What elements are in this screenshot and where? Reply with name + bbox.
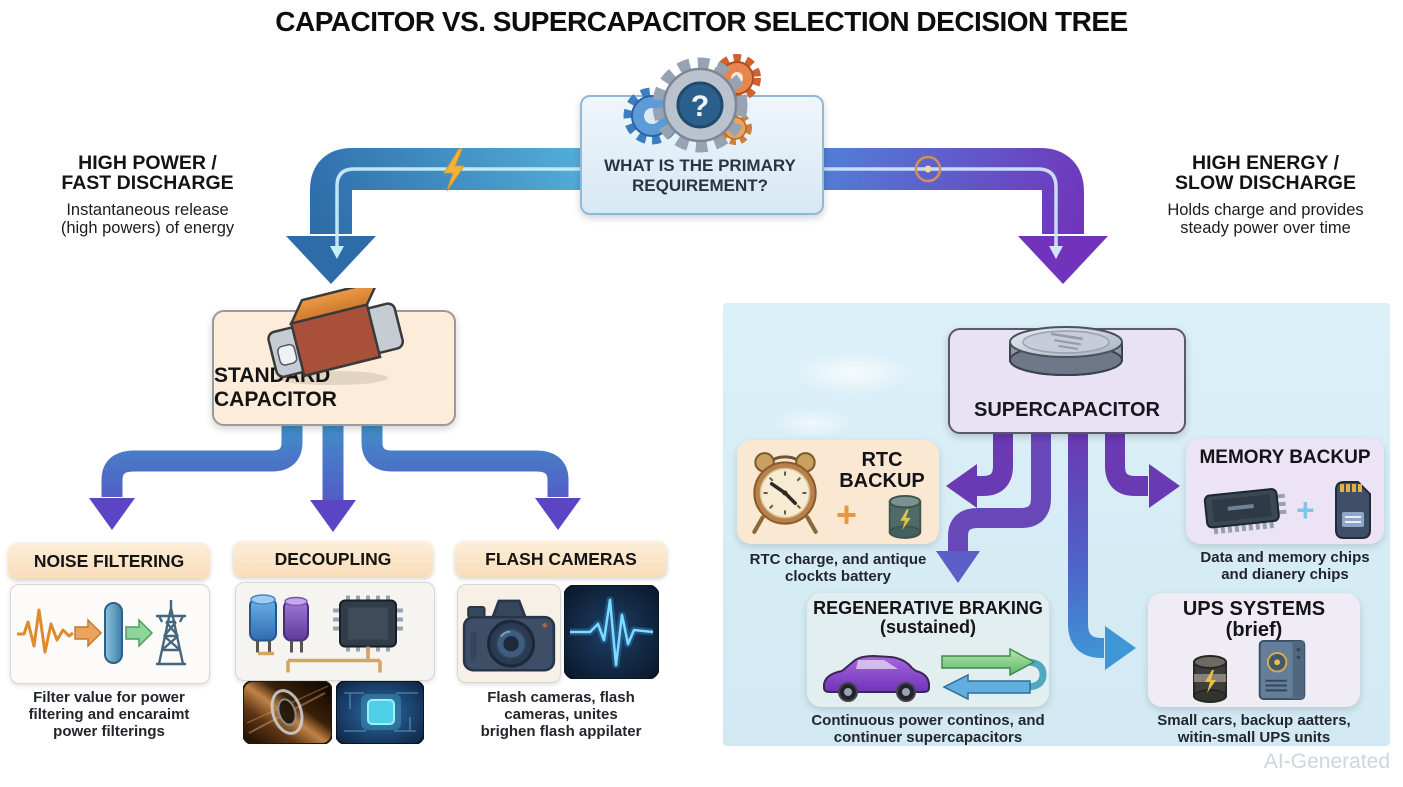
circuit-photo xyxy=(336,681,424,744)
regenerative-braking-caption: Continuous power continos, and continuer… xyxy=(811,712,1045,746)
standard-capacitor-sub-arrows xyxy=(89,420,581,532)
regenerative-braking-title: REGENERATIVE BRAKING (sustained) xyxy=(807,599,1049,637)
arrow-right-icon xyxy=(74,618,103,648)
right-branch-arrow xyxy=(760,148,1108,284)
plus-icon: + xyxy=(1296,492,1315,528)
right-branch-description: Holds charge and provides steady power o… xyxy=(1167,201,1364,238)
noise-waveform-icon xyxy=(17,608,74,654)
root-question-label: WHAT IS THE PRIMARY REQUIREMENT? xyxy=(604,156,796,196)
memory-chip-icon xyxy=(1203,488,1287,535)
ups-systems-caption: Small cars, backup aatters, witin-small … xyxy=(1157,712,1351,746)
swirl-icon xyxy=(914,155,942,183)
decoupling-graphic xyxy=(235,582,435,681)
memory-backup-title: MEMORY BACKUP xyxy=(1199,447,1371,468)
left-branch-heading: HIGH POWER / FAST DISCHARGE xyxy=(61,152,234,195)
question-mark-glyph: ? xyxy=(691,90,709,123)
flash-cameras-caption: Flash cameras, flash cameras, unites bri… xyxy=(480,689,642,740)
connector-lines xyxy=(258,646,382,673)
noise-filtering-graphic xyxy=(10,584,210,684)
left-branch-arrow xyxy=(286,148,640,284)
camera-icon xyxy=(462,599,556,672)
root-question-node xyxy=(580,95,824,215)
memory-backup-caption: Data and memory chips and dianery chips xyxy=(1200,549,1370,583)
power-tower-icon xyxy=(156,600,186,666)
alarm-clock-icon xyxy=(752,452,818,534)
battery-icon xyxy=(1193,655,1227,703)
regenerative-braking-subtitle: (sustained) xyxy=(879,616,976,637)
noise-filtering-caption: Filter value for power filtering and enc… xyxy=(28,689,190,740)
arrow-right-icon xyxy=(125,618,154,648)
lens-photo xyxy=(243,681,332,744)
plus-icon: + xyxy=(836,494,858,535)
bidirectional-arrows-icon xyxy=(941,647,1047,701)
electrolytic-capacitors-icon xyxy=(249,594,309,653)
car-icon xyxy=(823,654,930,702)
sd-card-icon xyxy=(1335,481,1371,539)
ceramic-capacitor-icon xyxy=(267,288,405,385)
supercapacitor-sub-arrows xyxy=(936,428,1180,670)
page-title: CAPACITOR VS. SUPERCAPACITOR SELECTION D… xyxy=(275,6,1128,37)
ups-systems-subtitle: (brief) xyxy=(1225,619,1283,641)
flash-pulse-icon xyxy=(564,585,659,679)
decoupling-header: DECOUPLING xyxy=(233,541,433,577)
left-branch-description: Instantaneous release (high powers) of e… xyxy=(60,201,235,238)
supercapacitor-label: SUPERCAPACITOR xyxy=(974,399,1160,421)
battery-icon xyxy=(888,494,922,539)
flash-pulse-tile xyxy=(564,585,659,679)
coin-cell-icon xyxy=(1009,326,1123,376)
ups-systems-title: UPS SYSTEMS (brief) xyxy=(1148,599,1360,641)
gears-question-icon: ? xyxy=(623,54,761,153)
ups-systems-card xyxy=(1148,593,1360,707)
microchip-icon xyxy=(333,595,403,652)
rtc-backup-caption: RTC charge, and antique clockts battery xyxy=(749,551,927,585)
ups-tower-icon xyxy=(1258,639,1306,701)
ai-generated-watermark: AI-Generated xyxy=(1263,750,1390,773)
lightning-icon xyxy=(443,148,465,192)
right-branch-heading: HIGH ENERGY / SLOW DISCHARGE xyxy=(1175,152,1356,195)
noise-filtering-illustration xyxy=(17,600,186,666)
rtc-backup-title: RTC BACKUP xyxy=(839,449,925,492)
camera-tile xyxy=(457,584,561,683)
decoupling-illustration xyxy=(249,594,403,673)
noise-filtering-header: NOISE FILTERING xyxy=(8,543,210,579)
flash-cameras-header: FLASH CAMERAS xyxy=(455,541,667,577)
capacitor-cylinder-icon xyxy=(104,602,123,664)
